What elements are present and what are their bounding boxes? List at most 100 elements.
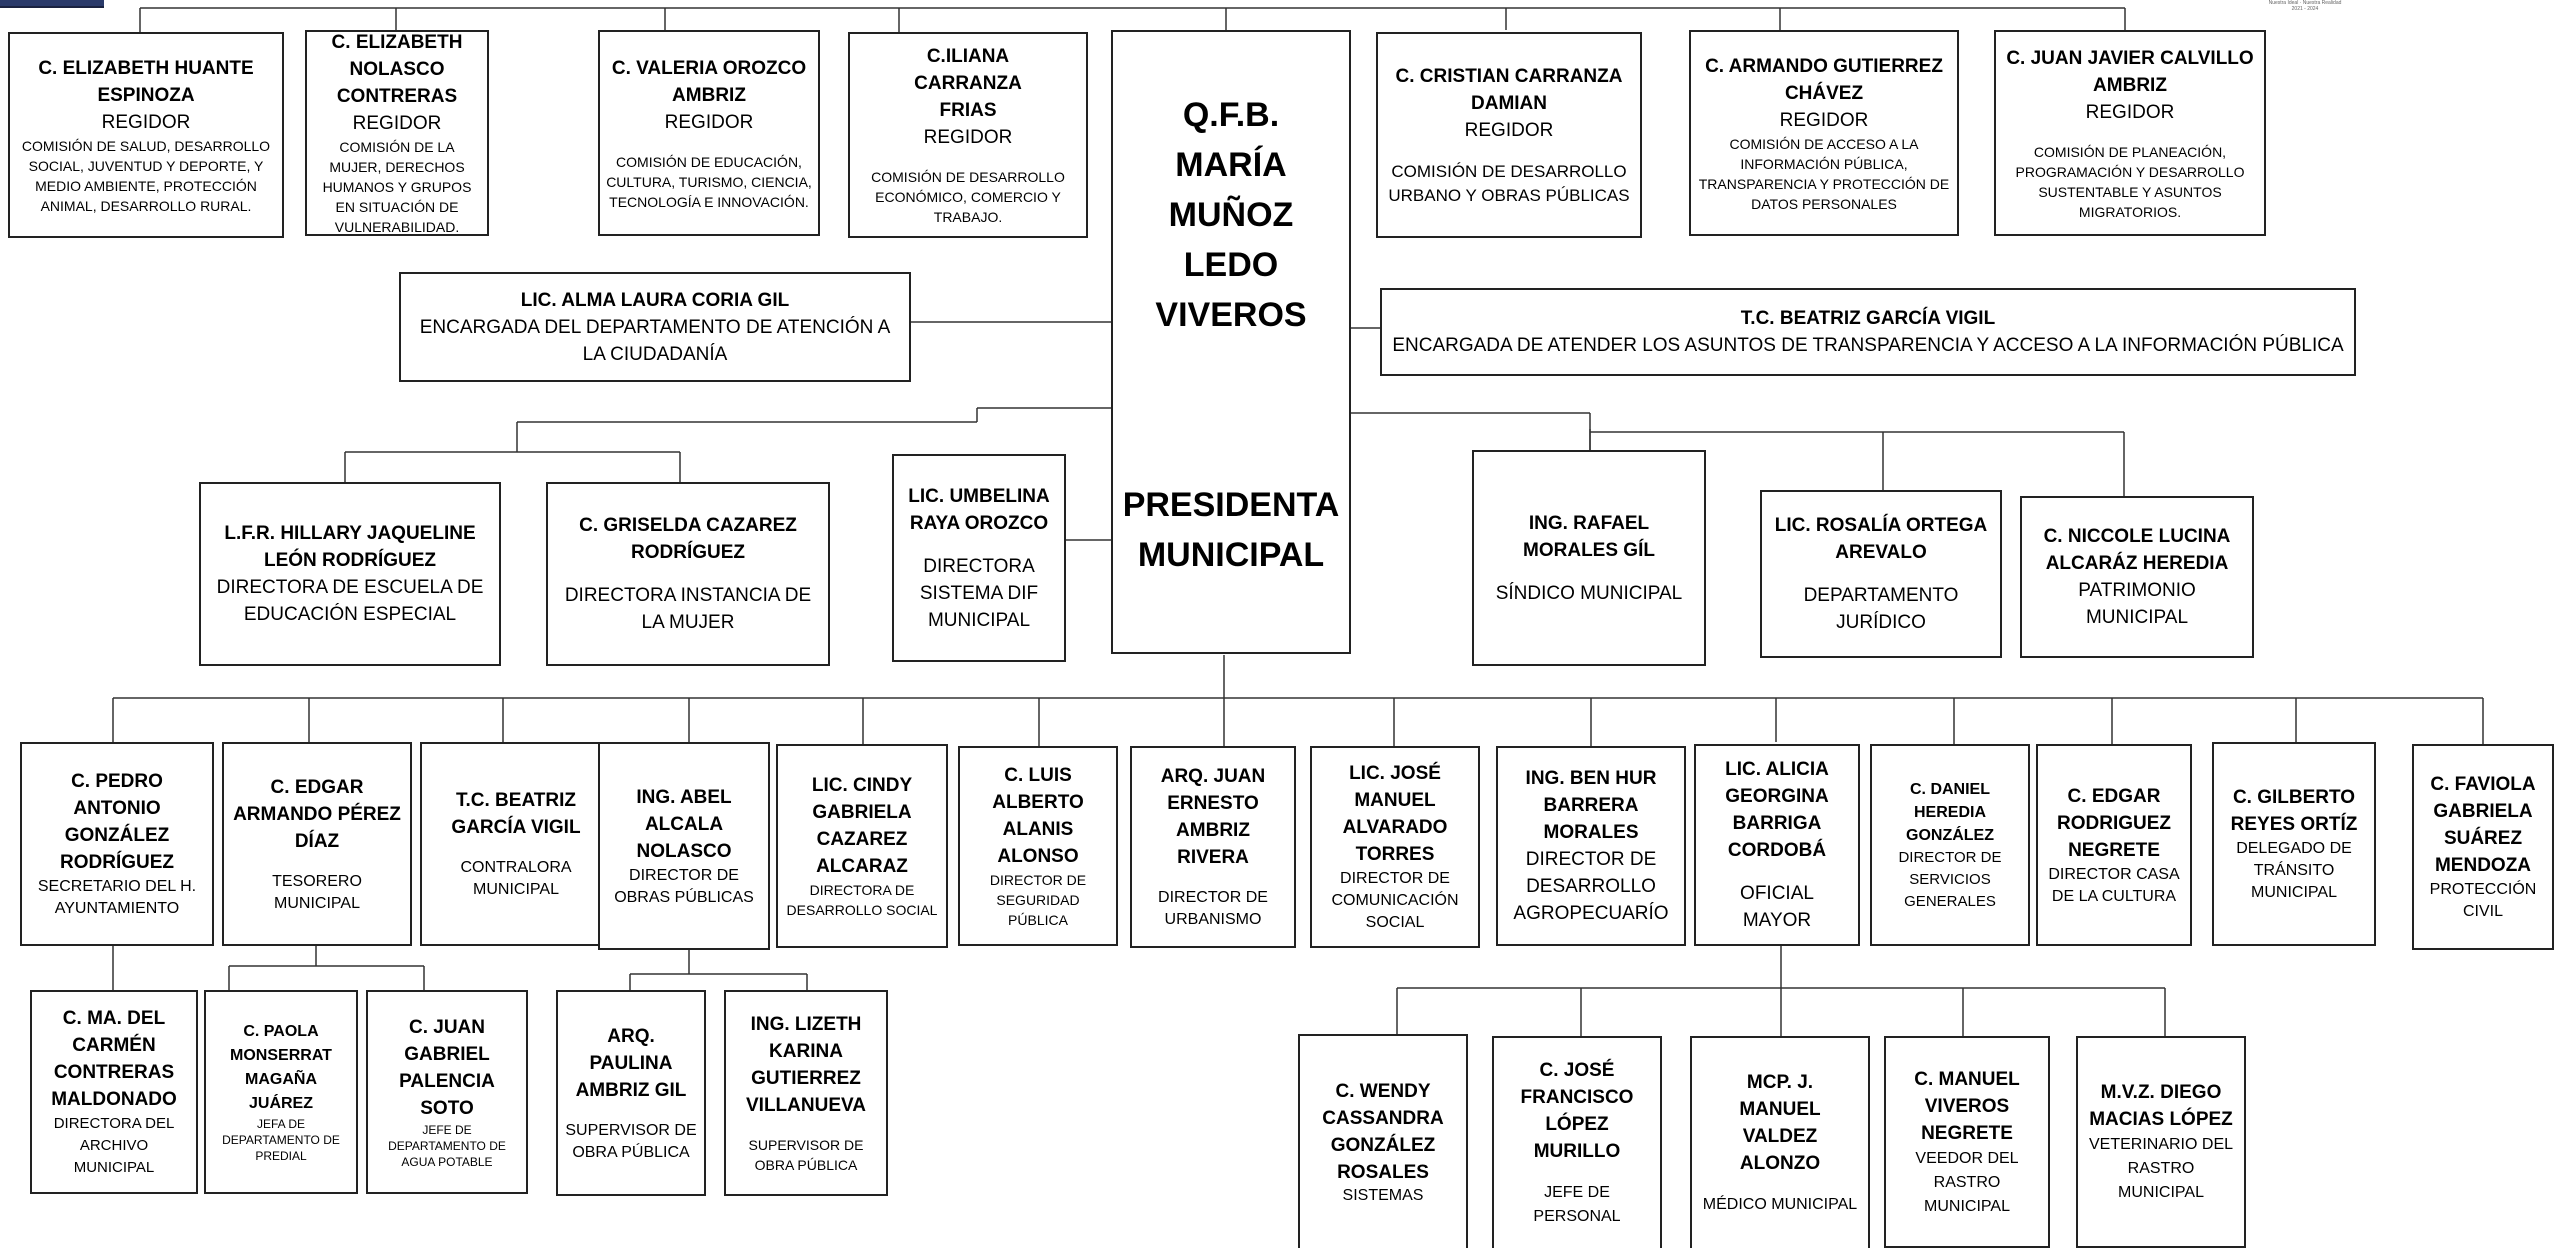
director-box: C. EDGAR ARMANDO PÉREZ DÍAZ TESORERO MUN… [222, 742, 412, 946]
person-name: C. LUIS ALBERTO ALANIS ALONSO [992, 765, 1084, 867]
director-box: LIC. CINDY GABRIELA CAZAREZ ALCARAZ DIRE… [776, 744, 948, 948]
subordinate-box: C. JUAN GABRIEL PALENCIA SOTO JEFE DE DE… [366, 990, 528, 1194]
president-role-line: MUNICIPAL [1137, 536, 1325, 574]
director-box: C. LUIS ALBERTO ALANIS ALONSO DIRECTOR D… [958, 746, 1118, 946]
person-role: REGIDOR [664, 111, 754, 133]
subordinate-box: C. MA. DEL CARMÉN CONTRERAS MALDONADO DI… [30, 990, 198, 1194]
person-role: SECRETARIO DEL H. AYUNTAMIENTO [37, 878, 197, 917]
person-name: M.V.Z. DIEGO MACIAS LÓPEZ [2089, 1082, 2233, 1130]
regidor-box: C. ELIZABETH HUANTE ESPINOZA REGIDOR COM… [8, 32, 284, 238]
subordinate-box: ING. LIZETH KARINA GUTIERREZ VILLANUEVA … [724, 990, 888, 1196]
person-role: PATRIMONIO MUNICIPAL [2078, 580, 2196, 628]
director-box: LIC. ALICIA GEORGINA BARRIGA CORDOBÁ OFI… [1694, 744, 1860, 946]
person-name: C. JUAN GABRIEL PALENCIA SOTO [399, 1017, 495, 1119]
person-name: L.F.R. HILLARY JAQUELINE LEÓN RODRÍGUEZ [224, 523, 476, 571]
subordinate-box: MCP. J. MANUEL VALDEZ ALONZO MÉDICO MUNI… [1690, 1036, 1870, 1248]
person-name: ARQ. PAULINA AMBRIZ GIL [575, 1025, 687, 1101]
regidor-box: C.ILIANA CARRANZA FRIAS REGIDOR COMISIÓN… [848, 32, 1088, 238]
person-description: COMISIÓN DE DESARROLLO ECONÓMICO, COMERC… [871, 169, 1065, 225]
director-box: LIC. JOSÉ MANUEL ALVARADO TORRES DIRECTO… [1310, 746, 1480, 948]
person-name: LIC. JOSÉ MANUEL ALVARADO TORRES [1342, 763, 1448, 865]
person-name: C. CRISTIAN CARRANZA DAMIAN [1395, 65, 1623, 114]
person-name: C. GILBERTO REYES ORTÍZ [2230, 787, 2358, 835]
person-name: C. ELIZABETH HUANTE ESPINOZA [38, 57, 254, 106]
person-role: ENCARGADA DEL DEPARTAMENTO DE ATENCIÓN A… [419, 316, 891, 365]
person-name: C. EDGAR RODRIGUEZ NEGRETE [2057, 785, 2171, 861]
person-role: DIRECTOR DE SEGURIDAD PÚBLICA [989, 872, 1087, 928]
person-role: SÍNDICO MUNICIPAL [1495, 582, 1683, 604]
director-box: ARQ. JUAN ERNESTO AMBRIZ RIVERA DIRECTOR… [1130, 746, 1296, 948]
person-role: DIRECTORA DEL ARCHIVO MUNICIPAL [53, 1115, 175, 1176]
person-role: DIRECTOR DE COMUNICACIÓN SOCIAL [1331, 870, 1459, 931]
person-role: REGIDOR [1779, 109, 1869, 131]
person-role: MÉDICO MUNICIPAL [1702, 1196, 1858, 1213]
director-box: C. PEDRO ANTONIO GONZÁLEZ RODRÍGUEZ SECR… [20, 742, 214, 946]
person-name: C. PEDRO ANTONIO GONZÁLEZ RODRÍGUEZ [60, 771, 174, 873]
person-role: DIRECTOR DE OBRAS PÚBLICAS [614, 866, 754, 906]
griselda-box: C. GRISELDA CAZAREZ RODRÍGUEZ DIRECTORA … [546, 482, 830, 666]
person-name: C. MA. DEL CARMÉN CONTRERAS MALDONADO [51, 1008, 177, 1110]
person-name: LIC. ALMA LAURA CORIA GIL [520, 289, 790, 311]
rafael-box: ING. RAFAEL MORALES GÍL SÍNDICO MUNICIPA… [1472, 450, 1706, 666]
person-role: DIRECTOR DE URBANISMO [1158, 889, 1268, 928]
person-role: DIRECTOR DE DESARROLLO AGROPECUARÍO [1513, 849, 1669, 924]
president-name-line: LEDO [1183, 246, 1279, 284]
person-name: LIC. CINDY GABRIELA CAZAREZ ALCARAZ [811, 775, 913, 877]
regidor-box: C. CRISTIAN CARRANZA DAMIAN REGIDOR COMI… [1376, 32, 1642, 238]
person-name: C. JOSÉ FRANCISCO LÓPEZ MURILLO [1520, 1060, 1634, 1162]
person-description: COMISIÓN DE EDUCACIÓN, CULTURA, TURISMO,… [606, 153, 812, 210]
person-name: C. ARMANDO GUTIERREZ CHÁVEZ [1705, 55, 1943, 104]
person-name: C. MANUEL VIVEROS NEGRETE [1914, 1068, 2020, 1144]
president-name-line: VIVEROS [1155, 296, 1307, 334]
niccole-box: C. NICCOLE LUCINA ALCARÁZ HEREDIA PATRIM… [2020, 496, 2254, 658]
person-role: REGIDOR [101, 111, 191, 133]
person-role: JEFE DE PERSONAL [1533, 1184, 1621, 1225]
person-role: DIRECTORA DE DESARROLLO SOCIAL [786, 882, 938, 918]
person-name: ING. RAFAEL MORALES GÍL [1523, 512, 1655, 561]
director-box: C. DANIEL HEREDIA GONZÁLEZ DIRECTOR DE S… [1870, 744, 2030, 946]
person-role: DIRECTOR CASA DE LA CULTURA [2048, 865, 2180, 905]
person-name: C. VALERIA OROZCO AMBRIZ [611, 57, 807, 106]
person-name: LIC. ALICIA GEORGINA BARRIGA CORDOBÁ [1725, 759, 1829, 861]
person-name: C. GRISELDA CAZAREZ RODRÍGUEZ [579, 515, 797, 563]
person-role: ENCARGADA DE ATENDER LOS ASUNTOS DE TRAN… [1392, 335, 2344, 356]
header-corner-text: Nuestra Ideal · Nuestra Realidad 2021 - … [2268, 0, 2342, 12]
umbelina-box: LIC. UMBELINA RAYA OROZCO DIRECTORA SIST… [892, 454, 1066, 662]
director-box: ING. BEN HUR BARRERA MORALES DIRECTOR DE… [1496, 746, 1686, 946]
president-name-line: Q.F.B. [1182, 96, 1280, 134]
person-name: T.C. BEATRIZ GARCÍA VIGIL [451, 790, 581, 838]
person-name: C. PAOLA MONSERRAT MAGAÑA JUÁREZ [230, 1023, 332, 1112]
person-name: C. WENDY CASSANDRA GONZÁLEZ ROSALES [1322, 1081, 1444, 1183]
person-name: C. FAVIOLA GABRIELA SUÁREZ MENDOZA [2430, 774, 2536, 876]
director-box: C. EDGAR RODRIGUEZ NEGRETE DIRECTOR CASA… [2036, 744, 2192, 946]
subordinate-box: M.V.Z. DIEGO MACIAS LÓPEZ VETERINARIO DE… [2076, 1036, 2246, 1248]
subordinate-box: ARQ. PAULINA AMBRIZ GIL SUPERVISOR DE OB… [556, 990, 706, 1196]
person-name: ARQ. JUAN ERNESTO AMBRIZ RIVERA [1160, 766, 1266, 868]
regidor-box: C. JUAN JAVIER CALVILLO AMBRIZ REGIDOR C… [1994, 30, 2266, 236]
person-description: COMISIÓN DE DESARROLLO URBANO Y OBRAS PÚ… [1388, 161, 1630, 205]
municipal-logo [0, 0, 104, 8]
person-role: DIRECTOR DE SERVICIOS GENERALES [1898, 848, 2002, 910]
person-role: PROTECCIÓN CIVIL [2429, 881, 2537, 920]
person-role: DIRECTORA INSTANCIA DE LA MUJER [564, 585, 812, 633]
person-role: VEEDOR DEL RASTRO MUNICIPAL [1915, 1149, 2019, 1215]
person-role: REGIDOR [923, 127, 1013, 148]
person-description: COMISIÓN DE SALUD, DESARROLLO SOCIAL, JU… [21, 137, 271, 214]
person-role: CONTRALORA MUNICIPAL [460, 859, 572, 898]
rosalia-box: LIC. ROSALÍA ORTEGA AREVALO DEPARTAMENTO… [1760, 490, 2002, 658]
person-role: REGIDOR [352, 113, 442, 134]
person-role: DELEGADO DE TRÁNSITO MUNICIPAL [2236, 840, 2352, 901]
person-description: COMISIÓN DE PLANEACIÓN, PROGRAMACIÓN Y D… [2015, 143, 2245, 220]
transparency-box: T.C. BEATRIZ GARCÍA VIGIL ENCARGADA DE A… [1380, 288, 2356, 376]
subordinate-box: C. WENDY CASSANDRA GONZÁLEZ ROSALES SIST… [1298, 1034, 1468, 1248]
person-name: C. ELIZABETH NOLASCO CONTRERAS [331, 32, 463, 107]
person-role: REGIDOR [1464, 119, 1554, 141]
director-box: C. GILBERTO REYES ORTÍZ DELEGADO DE TRÁN… [2212, 742, 2376, 946]
person-name: C.ILIANA CARRANZA FRIAS [914, 46, 1022, 121]
regidor-box: C. ARMANDO GUTIERREZ CHÁVEZ REGIDOR COMI… [1689, 30, 1959, 236]
person-name: MCP. J. MANUEL VALDEZ ALONZO [1739, 1072, 1821, 1174]
person-name: C. NICCOLE LUCINA ALCARÁZ HEREDIA [2043, 526, 2231, 574]
person-role: VETERINARIO DEL RASTRO MUNICIPAL [2088, 1136, 2234, 1201]
president-box: Q.F.B. MARÍA MUÑOZ LEDO VIVEROS PRESIDEN… [1111, 30, 1351, 654]
